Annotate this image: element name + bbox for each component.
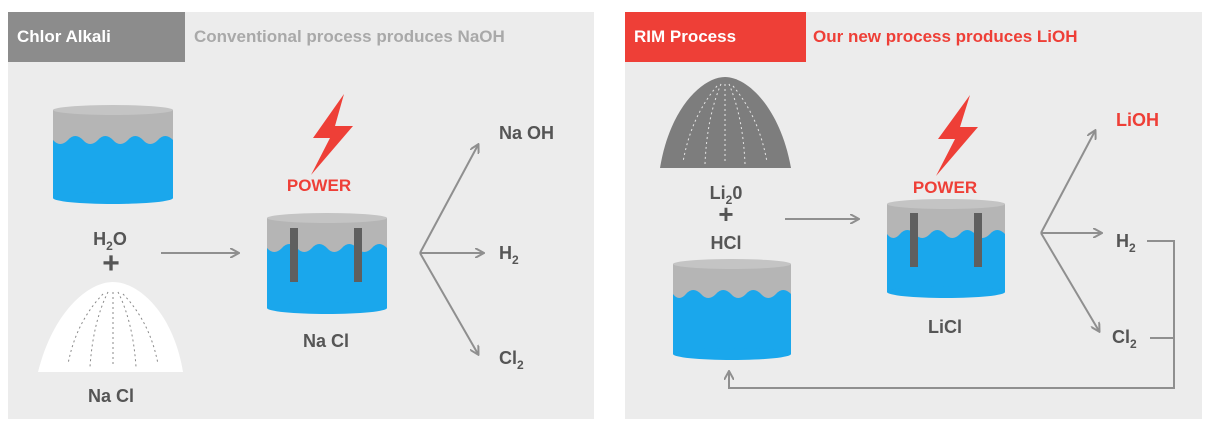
power-label: POWER [913, 178, 977, 197]
reactant-water-label: H2O [93, 229, 127, 253]
panel-subtitle: Our new process produces LiOH [813, 27, 1078, 46]
lightning-bolt-icon [311, 94, 353, 175]
water-container-icon [673, 259, 791, 360]
cell-label: Na Cl [303, 331, 349, 351]
reactant-salt-label: Na Cl [88, 386, 134, 406]
panel-tag: Chlor Alkali [8, 12, 185, 62]
recycle-loop-arrow [729, 240, 1175, 389]
lightning-bolt-icon [936, 95, 978, 176]
salt-pile-icon [38, 282, 183, 372]
product-lioh-label: LiOH [1116, 110, 1159, 130]
output-arrows [1040, 131, 1101, 331]
plus-sign: + [718, 199, 733, 229]
rim-process-diagram: Li20 + HCl POWER LiCl [660, 77, 1175, 389]
reactant-hcl-label: HCl [711, 233, 742, 253]
reactant-lithium-oxide-label: Li20 [710, 183, 743, 207]
chlor-alkali-panel: Chlor Alkali Conventional process produc… [8, 12, 594, 419]
lithium-oxide-pile-icon [660, 77, 791, 168]
chlor-alkali-diagram: H2O + Na Cl POWER [38, 94, 554, 406]
rim-process-panel: RIM Process Our new process produces LiO… [625, 12, 1202, 419]
electrolysis-cell-icon [887, 199, 1005, 298]
cell-label: LiCl [928, 317, 962, 337]
electrolysis-cell-icon [267, 213, 387, 314]
product-chlorine-label: Cl2 [499, 348, 524, 372]
power-label: POWER [287, 176, 351, 195]
water-container-icon [53, 105, 173, 204]
panel-tag: RIM Process [625, 12, 806, 62]
product-chlorine-label: Cl2 [1112, 327, 1137, 351]
product-naoh-label: Na OH [499, 123, 554, 143]
panel-subtitle: Conventional process produces NaOH [194, 27, 505, 46]
product-hydrogen-label: H2 [499, 243, 519, 267]
plus-sign: + [102, 247, 120, 280]
output-arrows [419, 145, 483, 354]
product-hydrogen-label: H2 [1116, 231, 1136, 255]
